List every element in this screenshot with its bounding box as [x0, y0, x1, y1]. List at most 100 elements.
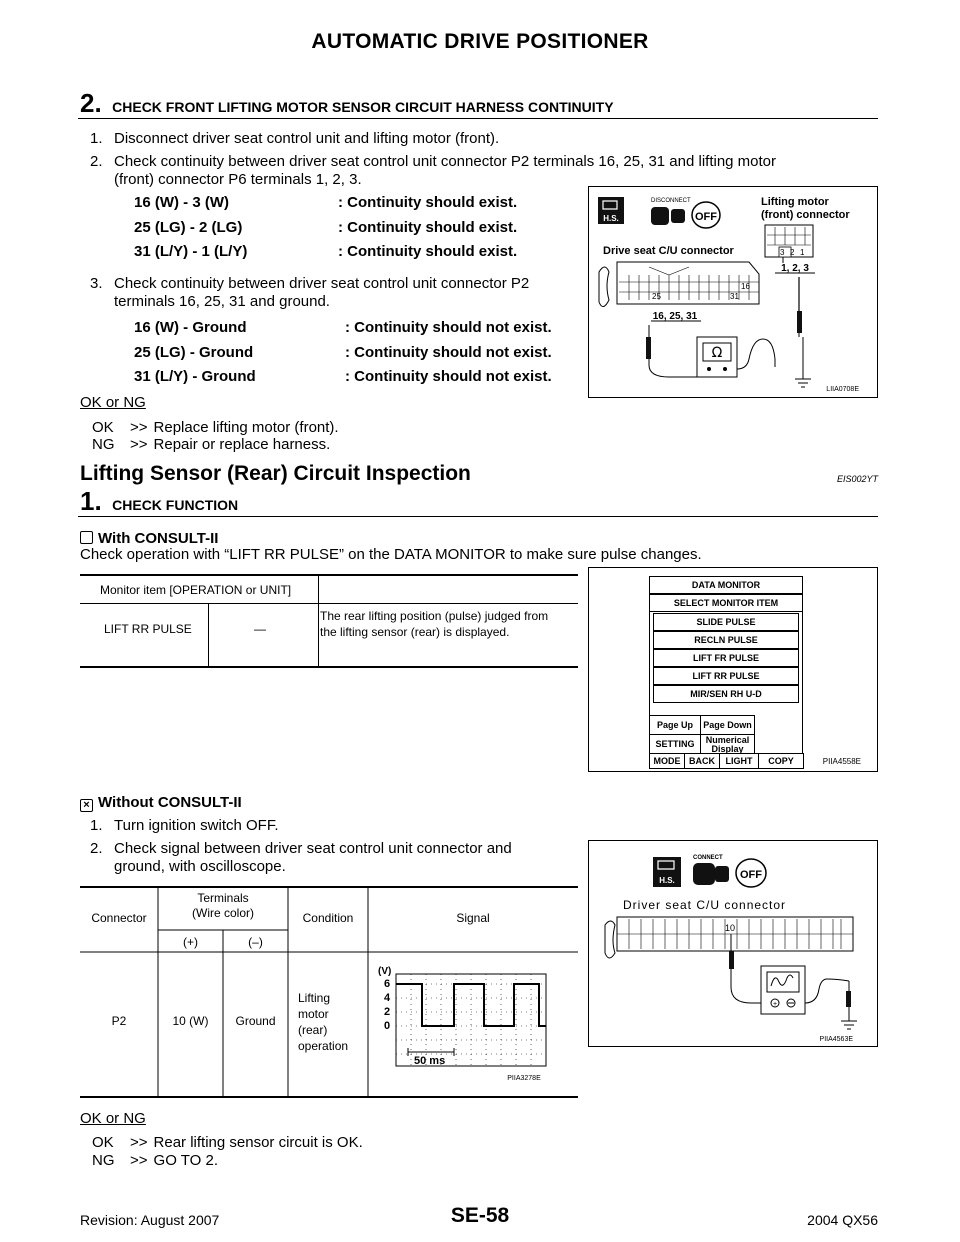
- page-title: AUTOMATIC DRIVE POSITIONER: [311, 30, 649, 53]
- svg-text:(V): (V): [378, 966, 391, 977]
- svg-text:2: 2: [790, 248, 795, 257]
- ok-ng-label: OK or NG: [80, 394, 146, 411]
- result-ok: OK>>Replace lifting motor (front).: [92, 419, 339, 436]
- header-signal: Signal: [456, 911, 490, 925]
- monitor-item-recln-pulse[interactable]: RECLN PULSE: [653, 631, 799, 649]
- svg-text:PIIA4563E: PIIA4563E: [820, 1036, 854, 1043]
- svg-text:1: 1: [800, 248, 805, 257]
- step-heading: 1. CHECK FUNCTION: [80, 486, 238, 517]
- harness-diagram: H.S. DISCONNECT OFF Lifting motor (front…: [588, 186, 878, 398]
- svg-text:Ω: Ω: [712, 345, 723, 361]
- step-heading: 2. CHECK FRONT LIFTING MOTOR SENSOR CIRC…: [80, 88, 614, 119]
- monitor-select: SELECT MONITOR ITEM: [649, 594, 803, 612]
- svg-text:10: 10: [725, 923, 735, 933]
- instruction-1: 1.Disconnect driver seat control unit an…: [90, 130, 500, 147]
- svg-text:H.S.: H.S.: [659, 876, 675, 885]
- svg-text:3: 3: [780, 248, 785, 257]
- page-down-button[interactable]: Page Down: [700, 715, 755, 735]
- without-consult-heading: ×Without CONSULT-II: [80, 794, 242, 812]
- light-button[interactable]: LIGHT: [719, 753, 759, 769]
- page-up-button[interactable]: Page Up: [649, 715, 701, 735]
- with-consult-heading: With CONSULT-II: [80, 530, 218, 548]
- step-title: CHECK FUNCTION: [112, 497, 239, 513]
- result-ng: NG>>Repair or replace harness.: [92, 436, 331, 453]
- instruction-3: 3.Check continuity between driver seat c…: [90, 275, 530, 292]
- step-number: 1.: [80, 486, 102, 516]
- instruction-2-cont: ground, with oscilloscope.: [114, 858, 286, 875]
- table-cell: The rear lifting position (pulse) judged…: [320, 609, 549, 639]
- svg-text:0: 0: [384, 1020, 390, 1032]
- figure-code: PIIA4558E: [822, 757, 861, 766]
- copy-button[interactable]: COPY: [758, 753, 804, 769]
- svg-text:OFF: OFF: [740, 869, 762, 881]
- connector-icon: [651, 207, 685, 225]
- instruction-2: 2.Check continuity between driver seat c…: [90, 153, 777, 170]
- monitor-item-mir-sen[interactable]: MIR/SEN RH U-D: [653, 685, 799, 703]
- mode-button[interactable]: MODE: [649, 753, 685, 769]
- svg-text:Driver seat C/U connector: Driver seat C/U connector: [623, 898, 786, 912]
- svg-text:4: 4: [384, 992, 391, 1004]
- oscilloscope-icon: +: [760, 965, 806, 1015]
- table-cell: —: [254, 622, 266, 636]
- monitor-item-lift-rr-pulse[interactable]: LIFT RR PULSE: [653, 667, 799, 685]
- svg-text:(front) connector: (front) connector: [761, 209, 850, 221]
- oscilloscope-connection-diagram: H.S. CONNECT OFF Driver seat C/U connect…: [588, 840, 878, 1047]
- ok-ng-label: OK or NG: [80, 1110, 146, 1127]
- monitor-title: DATA MONITOR: [649, 576, 803, 594]
- monitor-table: Monitor item [OPERATION or UNIT] LIFT RR…: [80, 574, 578, 668]
- table-cell: LIFT RR PULSE: [104, 622, 192, 636]
- connector-icon: [693, 863, 729, 885]
- key-off-icon: OFF: [691, 201, 721, 229]
- divider: [78, 118, 878, 119]
- svg-text:2: 2: [384, 1006, 390, 1018]
- svg-text:1, 2, 3: 1, 2, 3: [781, 263, 809, 274]
- page-number: SE-58: [450, 1204, 510, 1227]
- svg-text:16: 16: [741, 282, 750, 291]
- table-header: Monitor item [OPERATION or UNIT]: [100, 583, 292, 597]
- svg-text:50 ms: 50 ms: [414, 1055, 445, 1067]
- cell-connector: P2: [111, 1014, 127, 1028]
- header-connector: Connector: [91, 911, 147, 925]
- footer-model: 2004 QX56: [807, 1212, 878, 1228]
- svg-text:OFF: OFF: [695, 211, 717, 223]
- svg-text:H.S.: H.S.: [603, 214, 619, 223]
- svg-text:6: 6: [384, 978, 390, 990]
- svg-text:25: 25: [652, 292, 661, 301]
- monitor-screen: DATA MONITOR SELECT MONITOR ITEM SLIDE P…: [649, 576, 804, 769]
- ohmmeter-icon: Ω: [696, 336, 738, 378]
- header-plus: (+): [183, 935, 198, 949]
- hand-seat-icon: H.S.: [598, 197, 624, 224]
- data-monitor-figure: DATA MONITOR SELECT MONITOR ITEM SLIDE P…: [588, 567, 878, 772]
- no-consult-icon: ×: [80, 799, 93, 812]
- back-button[interactable]: BACK: [684, 753, 720, 769]
- svg-text:CONNECT: CONNECT: [693, 855, 723, 861]
- svg-text:+: +: [773, 1001, 777, 1008]
- step-title: CHECK FRONT LIFTING MOTOR SENSOR CIRCUIT…: [112, 99, 614, 115]
- svg-text:LIIA0708E: LIIA0708E: [826, 386, 859, 393]
- svg-text:Lifting motor: Lifting motor: [761, 196, 830, 208]
- hand-seat-icon: H.S.: [653, 857, 681, 887]
- instruction-1: 1.Turn ignition switch OFF.: [90, 817, 279, 834]
- monitor-item-slide-pulse[interactable]: SLIDE PULSE: [653, 613, 799, 631]
- svg-text:16, 25, 31: 16, 25, 31: [653, 311, 698, 322]
- svg-text:31: 31: [730, 292, 739, 301]
- consult-icon: [80, 531, 93, 544]
- key-off-icon: OFF: [735, 858, 767, 888]
- result-ng: NG>>GO TO 2.: [92, 1152, 218, 1169]
- instruction-2-cont: (front) connector P6 terminals 1, 2, 3.: [114, 171, 362, 188]
- svg-text:DISCONNECT: DISCONNECT: [651, 198, 691, 204]
- monitor-item-lift-fr-pulse[interactable]: LIFT FR PULSE: [653, 649, 799, 667]
- header-terminals: Terminals(Wire color): [192, 891, 254, 920]
- cell-plus: 10 (W): [172, 1014, 209, 1028]
- section-title: Lifting Sensor (Rear) Circuit Inspection: [80, 462, 471, 485]
- divider: [78, 516, 878, 517]
- instruction-3-cont: terminals 16, 25, 31 and ground.: [114, 293, 330, 310]
- step-number: 2.: [80, 88, 102, 118]
- header-minus: (–): [248, 935, 263, 949]
- setting-button[interactable]: SETTING: [649, 734, 701, 754]
- cell-minus: Ground: [235, 1014, 276, 1028]
- svg-text:PIIA3278E: PIIA3278E: [507, 1075, 541, 1082]
- with-consult-desc: Check operation with “LIFT RR PULSE” on …: [80, 546, 702, 563]
